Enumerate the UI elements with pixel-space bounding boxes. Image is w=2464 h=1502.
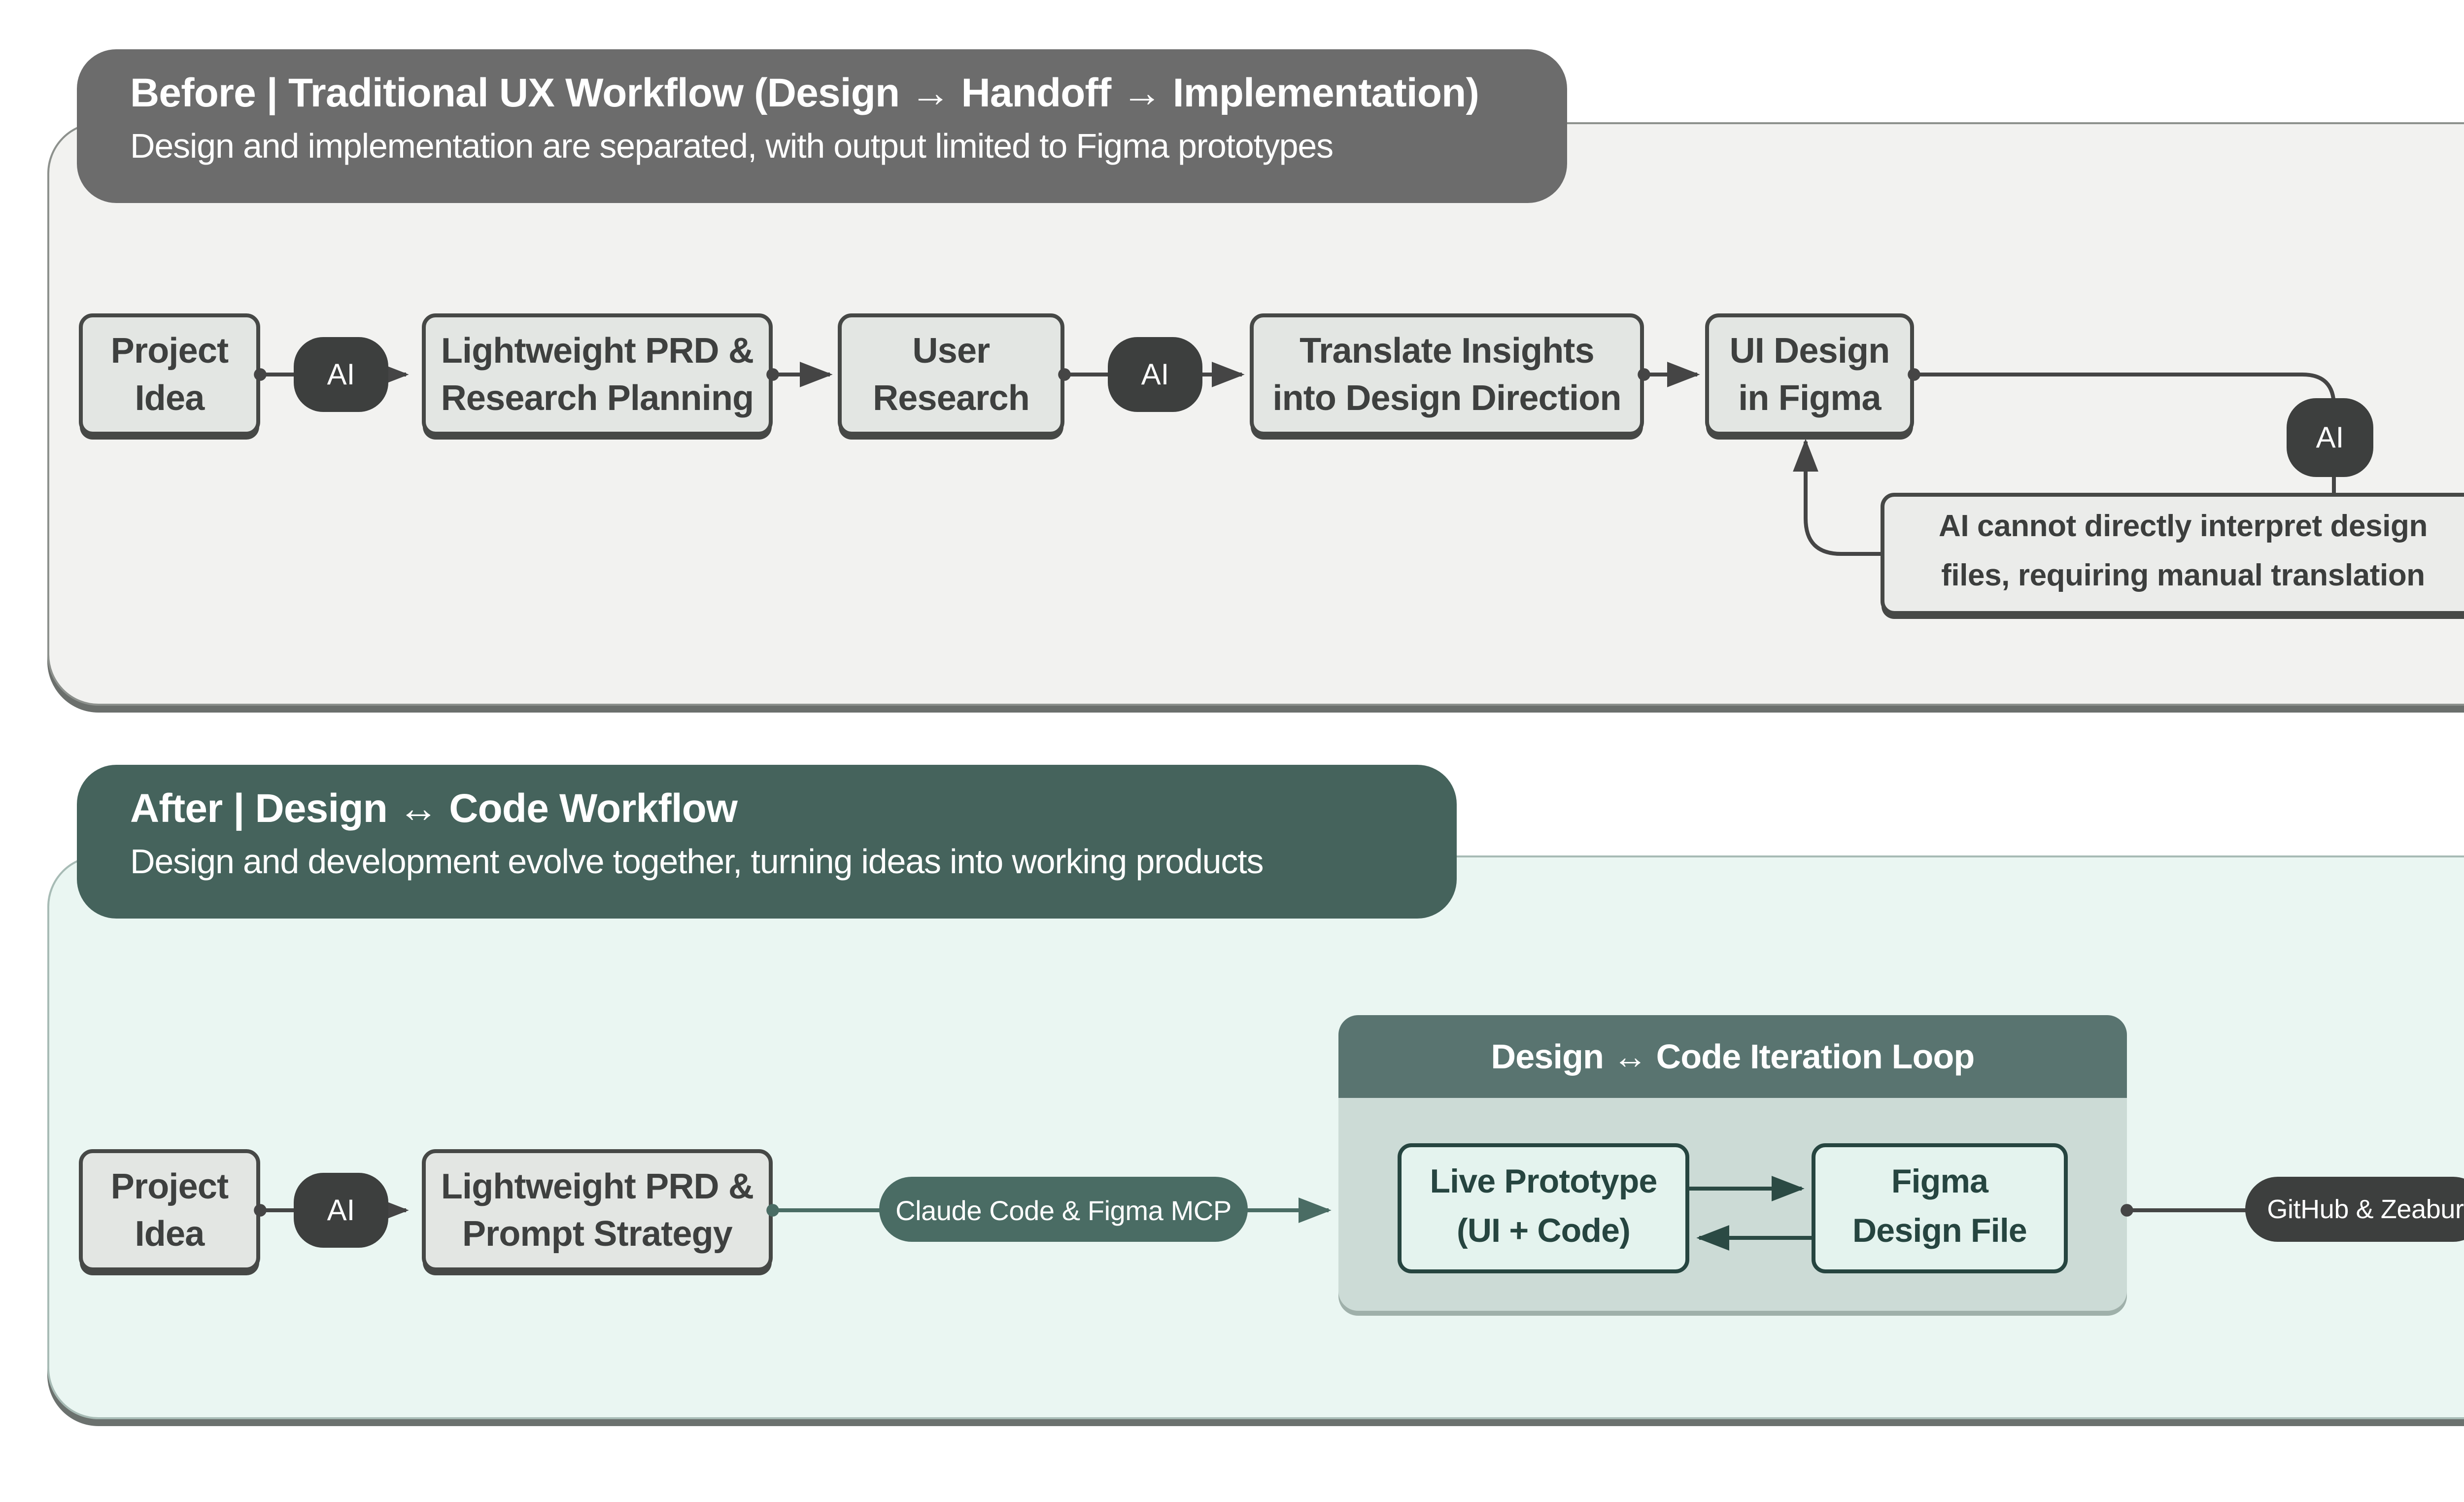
ai-pill-4: AI [294,1173,388,1248]
banner-before-title: Before | Traditional UX Workflow (Design… [130,71,1479,116]
node-ui-design-figma: UI Design in Figma [1705,313,1914,436]
banner-after: After | Design ↔ Code Workflow Design an… [77,765,1457,919]
node-ai-limitation-note: AI cannot directly interpret design file… [1881,493,2464,615]
banner-after-subtitle: Design and development evolve together, … [130,842,1264,881]
github-zeabur-pill: GitHub & Zeabur [2245,1177,2464,1242]
ai-pill-2: AI [1108,337,1202,412]
node-translate-insights: Translate Insights into Design Direction [1250,313,1644,436]
banner-before-subtitle: Design and implementation are separated,… [130,126,1334,166]
claude-code-figma-mcp-pill: Claude Code & Figma MCP [879,1177,1248,1242]
node-project-idea-after: Project Idea [79,1149,260,1271]
node-user-research: User Research [838,313,1064,436]
iteration-loop-title: Design ↔ Code Iteration Loop [1338,1015,2127,1098]
banner-before: Before | Traditional UX Workflow (Design… [77,49,1567,203]
node-prd-research: Lightweight PRD & Research Planning [422,313,773,436]
node-figma-design-file: Figma Design File [1812,1143,2068,1273]
banner-after-title: After | Design ↔ Code Workflow [130,786,738,832]
node-project-idea-before: Project Idea [79,313,260,436]
node-prd-prompt: Lightweight PRD & Prompt Strategy [422,1149,773,1271]
ai-pill-1: AI [294,337,388,412]
ai-pill-3: AI [2287,398,2373,477]
node-live-prototype: Live Prototype (UI + Code) [1398,1143,1689,1273]
